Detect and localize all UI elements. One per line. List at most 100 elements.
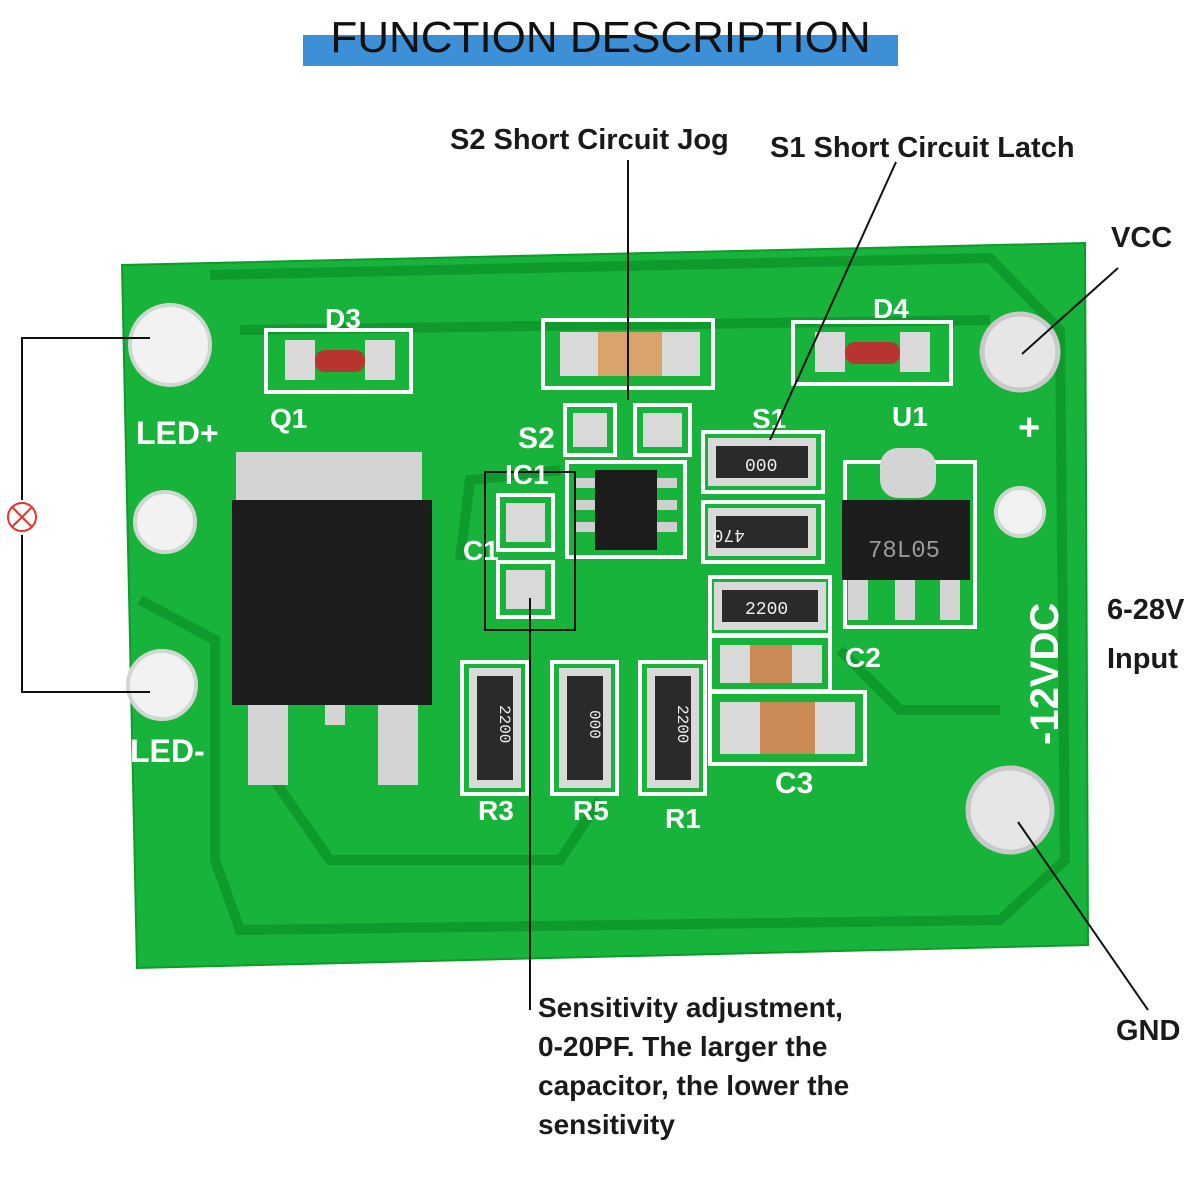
ic1-pin-l2 (575, 500, 595, 510)
ic1-pin-l1 (575, 478, 595, 488)
sensitivity-line-4: sensitivity (538, 1109, 675, 1140)
leader-vcc (1021, 267, 1119, 355)
lamp-icon (7, 502, 37, 532)
silk-r1: R1 (665, 803, 701, 834)
silk-led-minus: LED- (130, 733, 205, 769)
q1-body (232, 500, 432, 705)
r3-body (469, 668, 521, 788)
leader-gnd (1017, 821, 1149, 1011)
pcb-board (120, 241, 1090, 970)
mark-000: 000 (745, 457, 777, 477)
led-wire-bottom (21, 535, 150, 693)
s2-pad-right-metal (643, 413, 682, 447)
s2-cap-pad-right (660, 332, 700, 376)
pad-mid-right (994, 486, 1046, 538)
silk-plus: + (1018, 407, 1040, 449)
pad-vcc (979, 311, 1061, 393)
silk-r5: R5 (573, 795, 609, 826)
silk-led-plus: LED+ (136, 415, 219, 451)
s2-pad-left-metal (573, 413, 607, 447)
silk-c3: C3 (775, 767, 813, 800)
pad-led-plus (128, 303, 212, 387)
c3-body (760, 702, 815, 754)
mark-470: 470 (713, 524, 745, 544)
q1-leg-mid (325, 705, 345, 725)
d3-outline (264, 328, 413, 394)
callout-input-range: 6-28V (1107, 594, 1185, 626)
ic1-pin-r1 (657, 478, 677, 488)
ic1-pin-r3 (657, 522, 677, 532)
sensitivity-note: Sensitivity adjustment, 0-20PF. The larg… (538, 988, 849, 1144)
silk-c1: C1 (463, 535, 499, 566)
mark-r1-2200: 2200 (673, 705, 691, 743)
callout-input-word: Input (1107, 643, 1178, 675)
silk-ic1: IC1 (505, 459, 549, 490)
r470-body (708, 508, 816, 556)
silk-u1: U1 (892, 401, 928, 432)
c2-body (750, 645, 792, 683)
silk-d3: D3 (325, 303, 361, 334)
s2-pad-left (563, 403, 617, 457)
c1-pad-upper-outline (496, 493, 555, 552)
s2-cap-body (598, 332, 662, 376)
r470-outline (701, 500, 825, 564)
s1-res-body (708, 438, 816, 486)
pcb-trace-outline (137, 252, 1071, 936)
d4-body (845, 342, 900, 364)
d4-pad-right (900, 332, 930, 372)
page-title: FUNCTION DESCRIPTION (330, 13, 871, 62)
sensitivity-line-1: Sensitivity adjustment, (538, 992, 843, 1023)
sensitivity-line-2: 0-20PF. The larger the (538, 1031, 828, 1062)
mark-r5-000: 000 (585, 710, 603, 739)
r1-outline (638, 660, 707, 796)
callout-vcc: VCC (1111, 222, 1173, 254)
pad-gnd (965, 765, 1055, 855)
r5-outline (550, 660, 619, 796)
ic1-outline (565, 460, 687, 559)
r3-outline (460, 660, 529, 796)
d3-body (315, 350, 365, 372)
c1-pad-lower (506, 570, 545, 609)
pad-led-minus (126, 649, 198, 721)
d4-pad-left (815, 332, 845, 372)
u1-leg-1 (848, 580, 868, 620)
mark-2200: 2200 (745, 600, 788, 620)
c3-pad-right (815, 702, 855, 754)
title-highlight-bar (303, 35, 898, 66)
silk-voltage: -12VDC (1023, 603, 1067, 745)
callout-gnd: GND (1116, 1015, 1181, 1047)
d3-pad-right (365, 340, 395, 380)
pcb-trace-loop (255, 757, 605, 865)
u1-tab (880, 448, 936, 498)
silk-s1: S1 (752, 403, 786, 434)
r1-body (647, 668, 699, 788)
c2-pad-left (720, 645, 750, 683)
pcb-trace-right (836, 646, 1000, 715)
led-wire-top (21, 337, 150, 500)
u1-leg-3 (940, 580, 960, 620)
c2-pad-right (792, 645, 822, 683)
s1-res-outline (701, 430, 825, 494)
s2-pad-right (633, 403, 692, 457)
q1-leg-right (378, 705, 418, 785)
mark-r3-2200: 2200 (495, 705, 513, 743)
sensitivity-line-3: capacitor, the lower the (538, 1070, 850, 1101)
ic1-pin-l3 (575, 522, 595, 532)
r2200-body (714, 582, 826, 630)
c1-pad-lower-outline (496, 560, 555, 619)
s2-cap-pad-left (560, 332, 600, 376)
silk-r3: R3 (478, 795, 514, 826)
u1-body (842, 500, 970, 580)
pcb-trace-ic (455, 465, 561, 561)
c3-outline (708, 690, 867, 766)
d3-pad-left (285, 340, 315, 380)
ic1-body (595, 470, 657, 550)
r5-body (559, 668, 611, 788)
silk-d4: D4 (873, 293, 909, 324)
callout-s1: S1 Short Circuit Latch (770, 132, 1075, 164)
ic1-pin-r2 (657, 500, 677, 510)
silk-s2: S2 (518, 422, 555, 455)
silk-c2: C2 (845, 642, 881, 673)
callout-s2: S2 Short Circuit Jog (450, 124, 729, 156)
